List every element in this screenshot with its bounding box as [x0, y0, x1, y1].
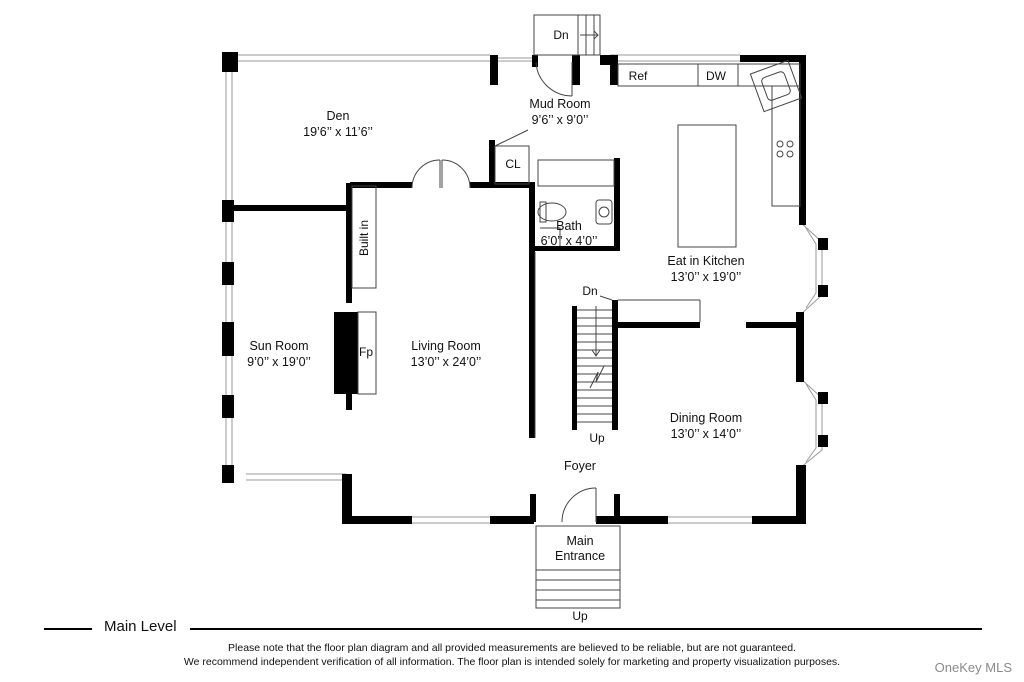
sun-room-name: Sun Room: [249, 339, 308, 353]
refrigerator-label: Ref: [629, 69, 648, 83]
fixtures-lines: [334, 14, 803, 609]
basement-stairs-down-label: Dn: [582, 284, 597, 298]
fireplace-label: Fp: [359, 345, 373, 359]
walls: [222, 52, 828, 524]
dining-room-size: 13’0’’ x 14’0’’: [671, 427, 742, 441]
disclaimer-line-1: Please note that the floor plan diagram …: [228, 642, 796, 654]
disclaimer-line-2: We recommend independent verification of…: [183, 656, 841, 668]
bath-size: 6’0’’ x 4’0’’: [541, 234, 598, 248]
built-in-label: Built in: [357, 220, 371, 256]
den-name: Den: [327, 109, 350, 123]
closet-label: CL: [505, 157, 521, 171]
sun-room-size: 9’0’’ x 19’0’’: [247, 355, 311, 369]
entrance-steps-up-label: Up: [572, 609, 588, 623]
living-room-name: Living Room: [411, 339, 480, 353]
windows: [225, 54, 823, 524]
stairs-up-label: Up: [589, 431, 605, 445]
main-entrance-label-2: Entrance: [555, 549, 605, 563]
den-size: 19’6’’ x 11’6’’: [303, 125, 373, 139]
floor-level-caption: Main Level: [104, 618, 177, 635]
eat-in-kitchen-size: 13’0’’ x 19’0’’: [671, 270, 742, 284]
foyer-label: Foyer: [564, 459, 596, 473]
living-room-size: 13’0’’ x 24’0’’: [411, 355, 482, 369]
brand-watermark: OneKey MLS: [934, 660, 1012, 675]
main-entrance-label-1: Main: [566, 534, 593, 548]
eat-in-kitchen-name: Eat in Kitchen: [667, 254, 744, 268]
dining-room-name: Dining Room: [670, 411, 742, 425]
mud-room-name: Mud Room: [529, 97, 590, 111]
dishwasher-label: DW: [706, 69, 727, 83]
exterior-stairs-down-label: Dn: [553, 28, 568, 42]
mud-room-size: 9’6’’ x 9’0’’: [532, 113, 589, 127]
bath-name: Bath: [556, 219, 582, 233]
